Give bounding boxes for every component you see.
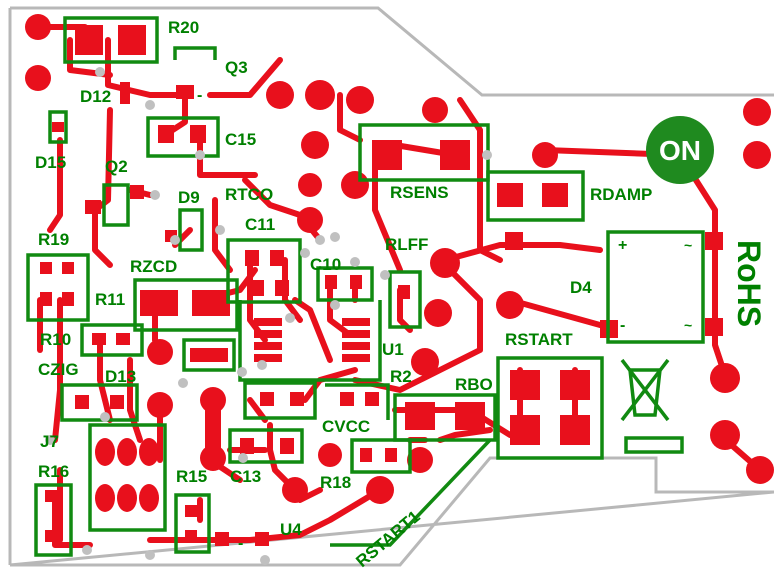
pad — [424, 299, 452, 327]
pad — [147, 392, 173, 418]
label-rdamp: RDAMP — [590, 185, 652, 204]
pad — [407, 447, 433, 473]
label-j7: J7 — [40, 432, 59, 451]
label-czig: CZIG — [38, 360, 79, 379]
label-r11: R11 — [95, 290, 125, 309]
pad — [346, 86, 374, 114]
label-r16: R16 — [38, 462, 69, 481]
label-rstart: RSTART — [505, 330, 573, 349]
label-u4: U4 — [280, 520, 302, 539]
on-logo-text: ON — [659, 135, 701, 166]
label-d13: D13 — [105, 367, 136, 386]
label-d12: D12 — [80, 87, 111, 106]
pad — [25, 65, 51, 91]
vias — [45, 67, 492, 565]
pad — [139, 438, 159, 466]
label-u1: U1 — [382, 340, 404, 359]
label-rlff: RLFF — [385, 235, 428, 254]
pad — [298, 173, 322, 197]
pad — [710, 420, 740, 450]
label-rtco: RTCO — [225, 185, 273, 204]
label-d15: D15 — [35, 153, 66, 172]
label-c13: C13 — [230, 467, 261, 486]
label-rzcd: RZCD — [130, 257, 177, 276]
label-rsens: RSENS — [390, 183, 449, 202]
pad — [710, 363, 740, 393]
pad — [266, 81, 294, 109]
smd-pads — [40, 25, 723, 546]
label-d9: D9 — [178, 188, 200, 207]
u4-pin-mark: - — [238, 535, 243, 552]
on-logo-icon — [646, 116, 714, 184]
label-r18: R18 — [320, 473, 351, 492]
pad — [422, 97, 448, 123]
label-q2: Q2 — [105, 157, 128, 176]
pad — [743, 141, 771, 169]
label-r20: R20 — [168, 18, 199, 37]
label-r2: R2 — [390, 367, 412, 386]
pad — [746, 456, 774, 484]
pad — [95, 484, 115, 512]
pad — [743, 98, 771, 126]
label-r15: R15 — [176, 467, 207, 486]
label-r10: R10 — [40, 330, 71, 349]
pad — [25, 14, 51, 40]
through-hole-pads — [25, 14, 774, 504]
label-d4: D4 — [570, 278, 592, 297]
label-q3: Q3 — [225, 58, 248, 77]
pad — [282, 477, 308, 503]
label-r19: R19 — [38, 230, 69, 249]
label-cvcc: CVCC — [322, 417, 370, 436]
pad — [532, 142, 558, 168]
bridge-ac1: ~ — [684, 237, 692, 253]
j7-pads — [95, 438, 159, 512]
pad — [139, 484, 159, 512]
label-rbo: RBO — [455, 375, 493, 394]
board-outline — [8, 6, 774, 567]
pad — [297, 207, 323, 233]
bridge-ac2: ~ — [684, 317, 692, 333]
pad — [318, 443, 342, 467]
pad — [117, 484, 137, 512]
pad — [411, 348, 439, 376]
pad — [341, 171, 369, 199]
pad — [147, 339, 173, 365]
label-c11: C11 — [245, 215, 275, 234]
bridge-minus: - — [620, 317, 625, 334]
label-c15: C15 — [225, 130, 256, 149]
pad — [95, 438, 115, 466]
bridge-plus: + — [618, 237, 627, 254]
silkscreen-outlines — [26, 16, 705, 557]
pad — [366, 476, 394, 504]
pad — [305, 80, 335, 110]
pad — [430, 248, 460, 278]
pad — [301, 131, 329, 159]
pad — [117, 438, 137, 466]
rohs-mark: RoHS — [731, 240, 767, 327]
pad — [496, 291, 524, 319]
q3-pin-mark: - — [197, 87, 202, 104]
label-c10: C10 — [310, 255, 341, 274]
